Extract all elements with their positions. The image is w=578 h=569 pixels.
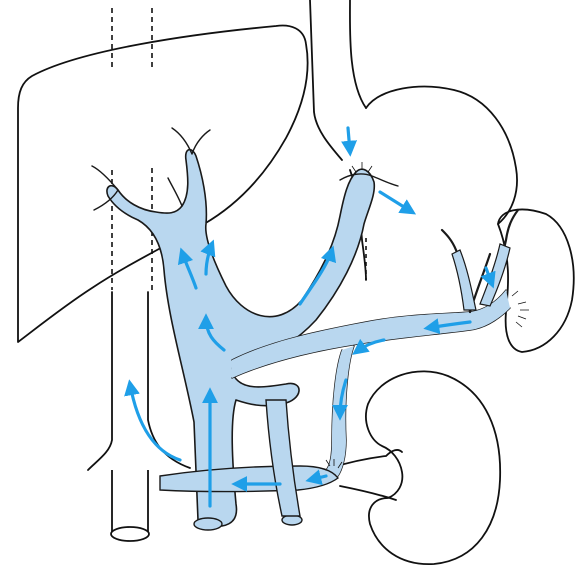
- flow-arrow-left-up: [130, 384, 180, 460]
- ivc-lower-ring: [112, 470, 148, 532]
- flow-arrow-esophageal: [348, 128, 350, 152]
- portal-trunk-bottom: [194, 518, 222, 530]
- portal-venous-system: [92, 128, 518, 530]
- ivc-bottom-opening: [111, 527, 149, 541]
- spleen-outline: [498, 209, 574, 352]
- stomach-outline: [350, 87, 517, 280]
- flow-arrow-gastric-out: [380, 192, 412, 212]
- kidney-outline: [366, 371, 500, 564]
- liver-outline: [18, 26, 308, 342]
- esophagus: [310, 0, 366, 160]
- superior-mesenteric-vein: [266, 400, 300, 516]
